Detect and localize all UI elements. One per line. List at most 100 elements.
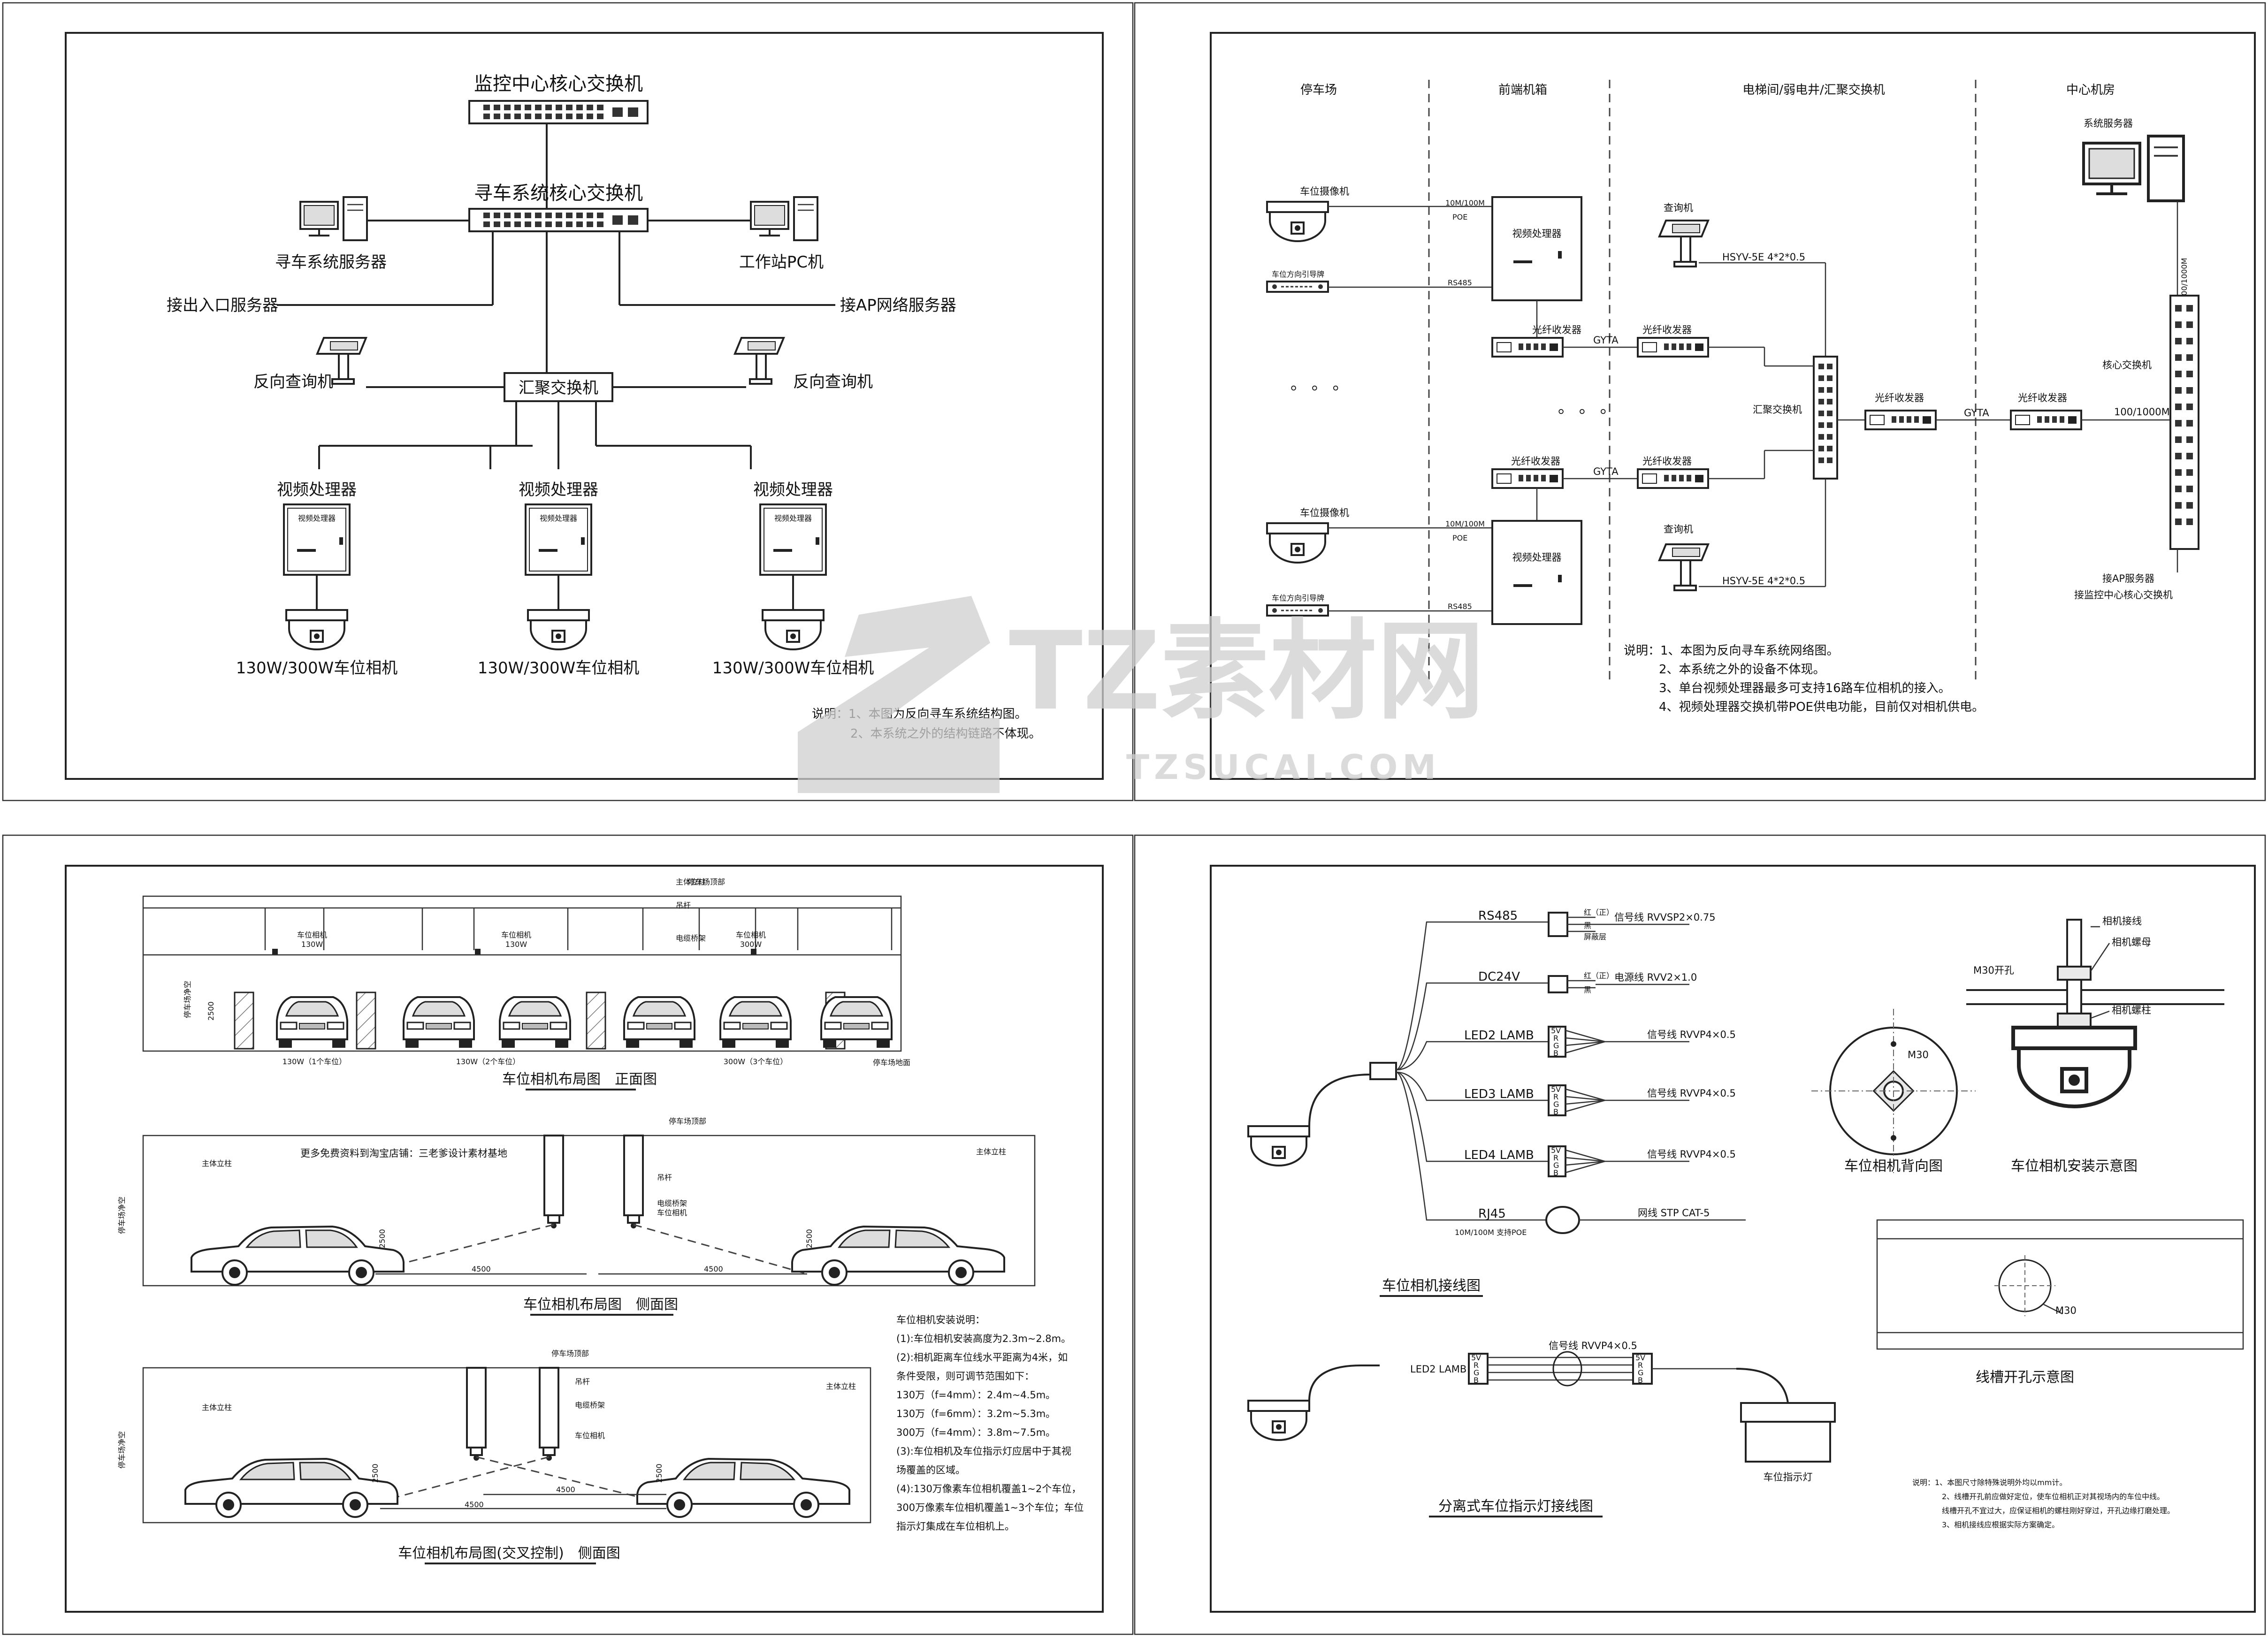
m30-hole-label: M30开孔	[1973, 965, 2014, 976]
install-note-7: (3):车位相机及车位指示灯应居中于其视	[896, 1446, 1071, 1457]
poe-bot-2: POE	[1452, 534, 1467, 542]
front-label-2: 130W（2个车位）	[456, 1057, 520, 1066]
sep-pin-b-a: B	[1474, 1376, 1479, 1385]
vp-right-small: 视频处理器	[774, 514, 812, 523]
install-note-10: 300万像素车位相机覆盖1~3个车位；车位	[896, 1502, 1084, 1513]
front-hanger-label: 吊杆	[676, 901, 691, 910]
fiber-right-label: 光纤收发器	[2018, 392, 2067, 404]
front-cam2-spec: 130W	[505, 940, 527, 949]
cross-h2500-right: 2500	[655, 1464, 664, 1483]
back-m30-label: M30	[1908, 1049, 1929, 1060]
poe-bot-1: 10M/100M	[1445, 519, 1485, 528]
camera-mid-icon	[527, 609, 590, 650]
led2-label: LED2 LAMB	[1464, 1029, 1534, 1043]
cross-cam-right	[539, 1367, 559, 1462]
led4-pin-5v: 5V	[1551, 1146, 1561, 1155]
front-cam3-label: 车位相机	[736, 930, 766, 939]
camera-left-icon	[285, 609, 348, 650]
core-switch-label: 监控中心核心交换机	[474, 73, 643, 95]
front-tray-label: 电缆桥架	[676, 934, 706, 943]
led3-pin-r: R	[1553, 1092, 1558, 1101]
cross-col-label-right: 主体立柱	[826, 1382, 856, 1391]
led3-pin-g: G	[1553, 1100, 1559, 1109]
led4-label: LED4 LAMB	[1464, 1148, 1534, 1162]
sep-cable-label: 信号线 RVVP4×0.5	[1549, 1340, 1637, 1351]
trough-box	[1876, 1219, 2244, 1350]
search-core-switch-icon	[468, 208, 649, 232]
led3-cable: 信号线 RVVP4×0.5	[1647, 1088, 1736, 1099]
led4-connector: 5V R G B 信号线 RVVP4×0.5	[1548, 1145, 1736, 1177]
sep-pin-g-a: G	[1474, 1368, 1479, 1377]
p4-note-2: 2、线槽开孔前应做好定位，使车位相机正对其视场内的车位中线。	[1942, 1492, 2164, 1501]
watermark-url: TZSUCAI.COM	[1126, 747, 1441, 787]
watermark-logo-shape	[798, 596, 1000, 793]
side-h2500-left: 2500	[378, 1229, 387, 1248]
search-server-icon	[299, 196, 368, 241]
install-note-3: 条件受限，则可调节范围如下：	[896, 1371, 1034, 1382]
rs485-shield: 屏蔽层	[1584, 932, 1606, 941]
front-cam3-spec: 300W	[740, 940, 762, 949]
cross-view-title: 车位相机布局图(交叉控制) 侧面图	[398, 1545, 620, 1562]
fiber-top-icon	[1491, 337, 1564, 358]
ap-server-label: 接AP网络服务器	[840, 296, 956, 315]
camera-bot-icon	[1266, 522, 1329, 564]
front-cam1-spec: 130W	[301, 940, 323, 949]
watermark-text: TZ素材网	[1009, 609, 1485, 734]
panel-wiring: RS485 DC24V LED2 LAMB LED3 LAMB LED4 LAM…	[1247, 908, 2244, 1529]
install-note-6: 300万（f=4mm）：3.8m~7.5m。	[896, 1427, 1055, 1438]
indicator-lamp-label: 车位指示灯	[1764, 1471, 1813, 1483]
query-top-icon	[1658, 220, 1709, 267]
front-car-1	[276, 996, 348, 1049]
ap-server-label-2: 接AP服务器	[2102, 573, 2154, 584]
vp-left-small: 视频处理器	[298, 514, 336, 523]
cross-col-label-left: 主体立柱	[202, 1403, 232, 1412]
cross-car-left	[184, 1458, 398, 1518]
vp-top-box	[1491, 196, 1582, 301]
gyta-bot: GYTA	[1593, 466, 1619, 477]
install-title: 车位相机安装示意图	[2011, 1158, 2138, 1174]
front-cam1-label: 车位相机	[297, 930, 327, 939]
fiber-bot-label: 光纤收发器	[1511, 456, 1560, 467]
camera-bot-label: 车位摄像机	[1300, 507, 1349, 518]
cross-hanger-label: 吊杆	[575, 1377, 590, 1386]
front-view-title: 车位相机布局图 正面图	[502, 1071, 657, 1088]
video-processor-mid: 视频处理器 视频处理器 130W/300W车位相机	[478, 480, 639, 678]
indicator-top-label: 车位方向引导牌	[1272, 270, 1324, 279]
vp-bot-label: 视频处理器	[1512, 552, 1562, 563]
speed-vertical: 100/1000M	[2180, 258, 2189, 300]
cross-d4500-b: 4500	[556, 1485, 575, 1494]
cross-car-right	[636, 1458, 850, 1518]
led4-pin-b: B	[1553, 1168, 1558, 1177]
side-net-height: 停车场净空	[117, 1197, 126, 1234]
vp-left-label: 视频处理器	[277, 480, 357, 499]
fiber-bot2-label: 光纤收发器	[1642, 456, 1692, 467]
front-ceiling-label: 停车场顶部	[687, 877, 725, 886]
rs485-black: 黑	[1584, 921, 1591, 930]
side-hanger-label: 吊杆	[657, 1173, 672, 1182]
video-processor-right: 视频处理器 视频处理器 130W/300W车位相机	[712, 480, 874, 678]
side-cam-right	[623, 1135, 644, 1229]
rs485-top: RS485	[1448, 278, 1472, 287]
col-center-room: 中心机房	[2066, 83, 2115, 97]
sep-led2-label: LED2 LAMB	[1410, 1364, 1466, 1375]
cross-cam-left	[466, 1367, 487, 1462]
dc24v-label: DC24V	[1478, 970, 1520, 984]
rj45-poe: 10M/100M 支持POE	[1455, 1228, 1527, 1237]
panel-network-diagram: 停车场 前端机箱 电梯间/弱电井/汇聚交换机 中心机房 车位摄像机 10M/10…	[1266, 80, 2199, 714]
led2-cable: 信号线 RVVP4×0.5	[1647, 1029, 1736, 1040]
vp-mid-small: 视频处理器	[540, 514, 577, 523]
led3-connector: 5V R G B 信号线 RVVP4×0.5	[1548, 1084, 1736, 1116]
side-h2500-right: 2500	[805, 1229, 814, 1248]
front-car-5	[719, 996, 792, 1049]
install-note-8: 场覆盖的区域。	[896, 1464, 965, 1476]
fiber-top2-label: 光纤收发器	[1642, 324, 1692, 335]
gyta-top: GYTA	[1593, 335, 1619, 346]
core-switch-vertical	[2169, 295, 2199, 550]
rs485-label: RS485	[1478, 909, 1518, 923]
side-col-label-right: 主体立柱	[976, 1147, 1006, 1156]
reverse-query-left-label: 反向查询机	[253, 373, 333, 391]
sep-pin-b-b: B	[1638, 1376, 1643, 1385]
led3-pin-5v: 5V	[1551, 1085, 1561, 1094]
vp-top-label: 视频处理器	[1512, 228, 1562, 239]
col-front-box: 前端机箱	[1498, 83, 1547, 97]
